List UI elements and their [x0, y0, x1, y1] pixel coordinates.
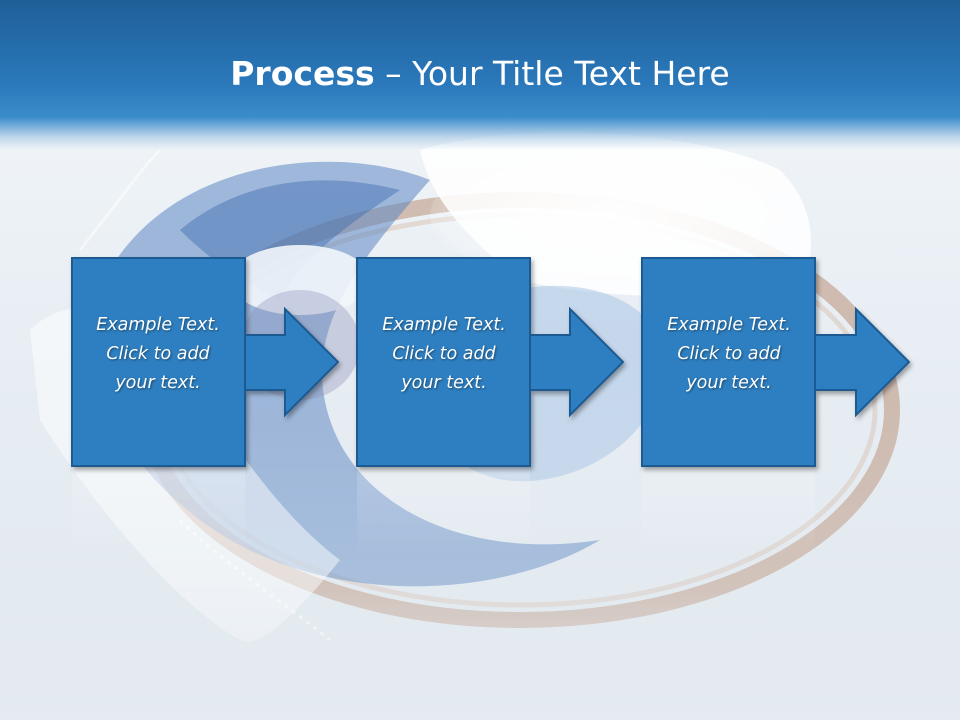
- step-1-arrow: [243, 306, 340, 418]
- step-3-arrow: [813, 306, 911, 418]
- step-1-text[interactable]: Example Text. Click to add your text.: [72, 311, 244, 398]
- slide-title[interactable]: Process – Your Title Text Here: [0, 52, 960, 96]
- step-3-line-3: your text.: [686, 373, 772, 393]
- title-bold: Process: [230, 54, 375, 93]
- step-2-text[interactable]: Example Text. Click to add your text.: [358, 311, 530, 398]
- step-2-line-2: Click to add: [392, 344, 496, 364]
- step-3-line-1: Example Text.: [667, 315, 791, 335]
- step-3-text[interactable]: Example Text. Click to add your text.: [643, 311, 815, 398]
- process-step-3[interactable]: [641, 257, 911, 467]
- step-3-box: [641, 257, 816, 467]
- process-step-1[interactable]: [71, 257, 340, 467]
- title-bar: [0, 0, 960, 150]
- reflections: [72, 468, 815, 558]
- step-2-arrow: [528, 306, 625, 418]
- step-1-box: [71, 257, 246, 467]
- step-3-line-2: Click to add: [677, 344, 781, 364]
- baby-hat: [230, 245, 370, 315]
- step-1-line-3: your text.: [115, 373, 201, 393]
- step-2-line-3: your text.: [401, 373, 487, 393]
- step-1-line-2: Click to add: [106, 344, 210, 364]
- title-rest: – Your Title Text Here: [374, 54, 730, 93]
- step-1-line-1: Example Text.: [96, 315, 220, 335]
- process-step-2[interactable]: [356, 257, 625, 467]
- step-2-line-1: Example Text.: [382, 315, 506, 335]
- step-2-box: [356, 257, 531, 467]
